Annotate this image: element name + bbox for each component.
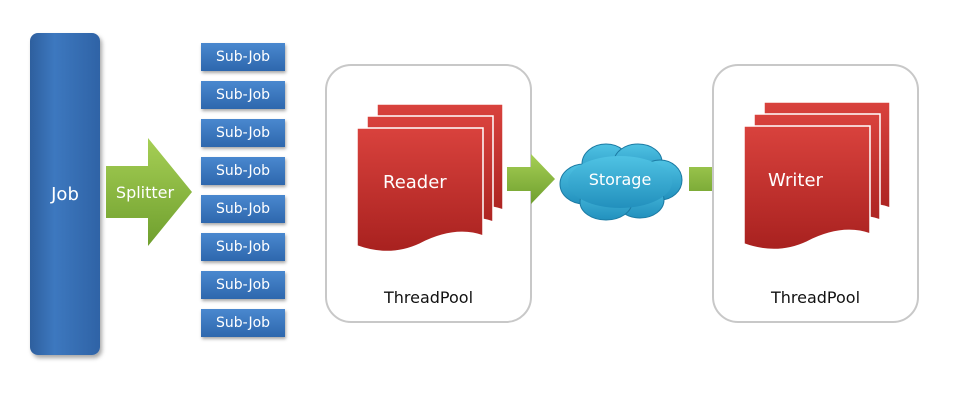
subjob-block: Sub-Job: [201, 271, 285, 299]
writer-threadpool: Writer ThreadPool: [712, 64, 919, 323]
reader-label: Reader: [383, 172, 447, 193]
job-block: Job: [30, 33, 100, 355]
subjob-block: Sub-Job: [201, 81, 285, 109]
splitter-arrow-shape: [106, 138, 192, 246]
reader-to-storage-arrow: [507, 154, 555, 204]
reader-threadpool-label: ThreadPool: [383, 288, 474, 307]
cloud-icon: [559, 143, 683, 221]
job-label: Job: [51, 183, 79, 205]
reader-documents-icon: [356, 103, 504, 253]
writer-documents-icon: [743, 101, 891, 251]
subjob-block: Sub-Job: [201, 157, 285, 185]
storage-cloud: Storage: [556, 140, 684, 222]
subjob-block: Sub-Job: [201, 119, 285, 147]
subjob-block: Sub-Job: [201, 195, 285, 223]
splitter-arrow: Splitter: [106, 138, 192, 246]
subjob-block: Sub-Job: [201, 309, 285, 337]
writer-label: Writer: [768, 170, 823, 191]
subjob-block: Sub-Job: [201, 233, 285, 261]
storage-label: Storage: [588, 169, 652, 189]
subjob-block: Sub-Job: [201, 43, 285, 71]
reader-threadpool: Reader ThreadPool: [325, 64, 532, 323]
writer-threadpool-label: ThreadPool: [770, 288, 861, 307]
splitter-label: Splitter: [115, 182, 175, 202]
